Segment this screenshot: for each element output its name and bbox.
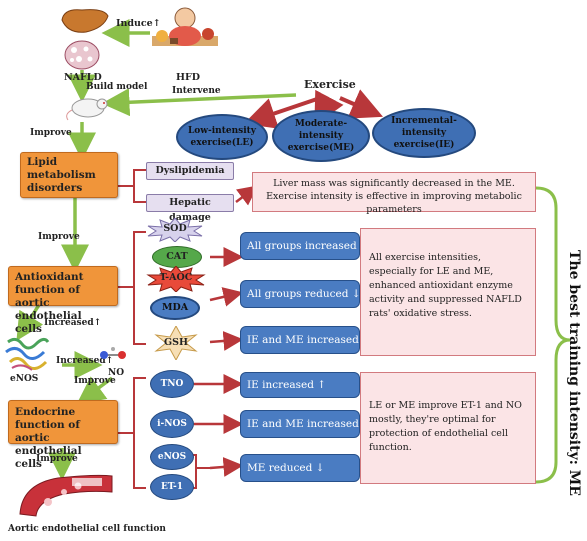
enos-ellipse: eNOS <box>150 444 194 470</box>
tno-ellipse: TNO <box>150 370 194 398</box>
hepatic-damage-box: Hepatic damage <box>146 194 234 223</box>
antioxidant-result-1: All groups increased ↑ <box>240 232 369 260</box>
hfd-label: HFD <box>176 72 200 83</box>
et1-ellipse: ET-1 <box>150 474 194 500</box>
lipid-note-box: Liver mass was significantly decreased i… <box>252 172 536 215</box>
arrow-hepatic-to-note <box>235 185 258 206</box>
endocrine-result-3: ME reduced ↓ <box>240 454 360 482</box>
bracket-endocrine <box>118 377 146 489</box>
arrow-no-to-endocrine <box>76 376 114 405</box>
enos-protein-icon <box>4 334 50 372</box>
antioxidant-function-box: Antioxidant function of aortic endotheli… <box>8 266 118 335</box>
incremental-intensity-exercise: Incremental-intensity exercise(IE) <box>372 108 476 158</box>
dyslipidemia-box: Dyslipidemia <box>146 162 234 180</box>
endocrine-note-box: LE or ME improve ET-1 and NO mostly, the… <box>360 372 536 484</box>
no-molecule-icon <box>98 344 128 366</box>
right-brace <box>535 186 571 484</box>
exercise-label: Exercise <box>304 78 356 91</box>
sod-starburst: SOD <box>146 217 204 243</box>
nafld-label: NAFLD <box>64 72 102 83</box>
intervene-label: Intervene <box>172 86 221 96</box>
bracket-lipid <box>118 169 146 203</box>
vessel-caption: Aortic endothelial cell function <box>8 524 166 534</box>
liver-tissue-icon <box>64 40 100 70</box>
arrow-gsh-to-result3 <box>209 330 244 351</box>
improve-label-4: Improve <box>36 454 78 464</box>
blood-vessel-icon <box>18 470 114 518</box>
antioxidant-note-box: All exercise intensities, especially for… <box>360 228 536 356</box>
liver-icon <box>60 6 110 36</box>
increased-label-1: Increased↑ <box>44 318 102 328</box>
arrow-enos-et1-to-result3 <box>209 456 244 477</box>
arrow-exercise-to-le <box>243 96 321 129</box>
improve-label-1: Improve <box>30 128 72 138</box>
build-model-label: Build model <box>86 82 148 92</box>
no-label: NO <box>108 368 125 378</box>
arrow-mda-to-result2 <box>209 287 244 307</box>
bracket-antioxidant <box>118 231 146 345</box>
hfd-eating-person-icon <box>150 6 220 50</box>
gsh-star: GSH <box>150 324 202 362</box>
cat-ellipse: CAT <box>152 246 202 268</box>
induce-label: Induce↑ <box>116 18 161 29</box>
endocrine-result-1: IE increased ↑ <box>240 372 360 398</box>
lipid-metabolism-box: Lipid metabolism disorders <box>20 152 118 198</box>
t-aoc-starburst: T-AOC <box>146 265 206 293</box>
inos-ellipse: i-NOS <box>150 410 194 438</box>
antioxidant-result-3: IE and ME increased ↑ <box>240 326 371 354</box>
improve-label-3: Improve <box>74 376 116 386</box>
improve-label-2: Improve <box>38 232 80 242</box>
increased-label-2: Increased↑ <box>56 356 114 366</box>
moderate-intensity-exercise: Moderate-intensity exercise(ME) <box>272 110 370 162</box>
antioxidant-result-2: All groups reduced ↓ <box>240 280 361 308</box>
low-intensity-exercise: Low-intensity exercise(LE) <box>176 114 268 160</box>
mda-cloud: MDA <box>150 296 200 320</box>
arrow-exercise-to-ie <box>339 89 383 119</box>
enos-label: eNOS <box>10 374 39 384</box>
best-training-intensity-label: The best training intensity: ME <box>566 250 582 496</box>
arrow-exercise-to-rat <box>101 88 297 117</box>
rat-icon <box>64 92 112 122</box>
endocrine-function-box: Endocrine function of aortic endothelial… <box>8 400 118 470</box>
endocrine-result-2: IE and ME increased ↑ <box>240 410 371 438</box>
